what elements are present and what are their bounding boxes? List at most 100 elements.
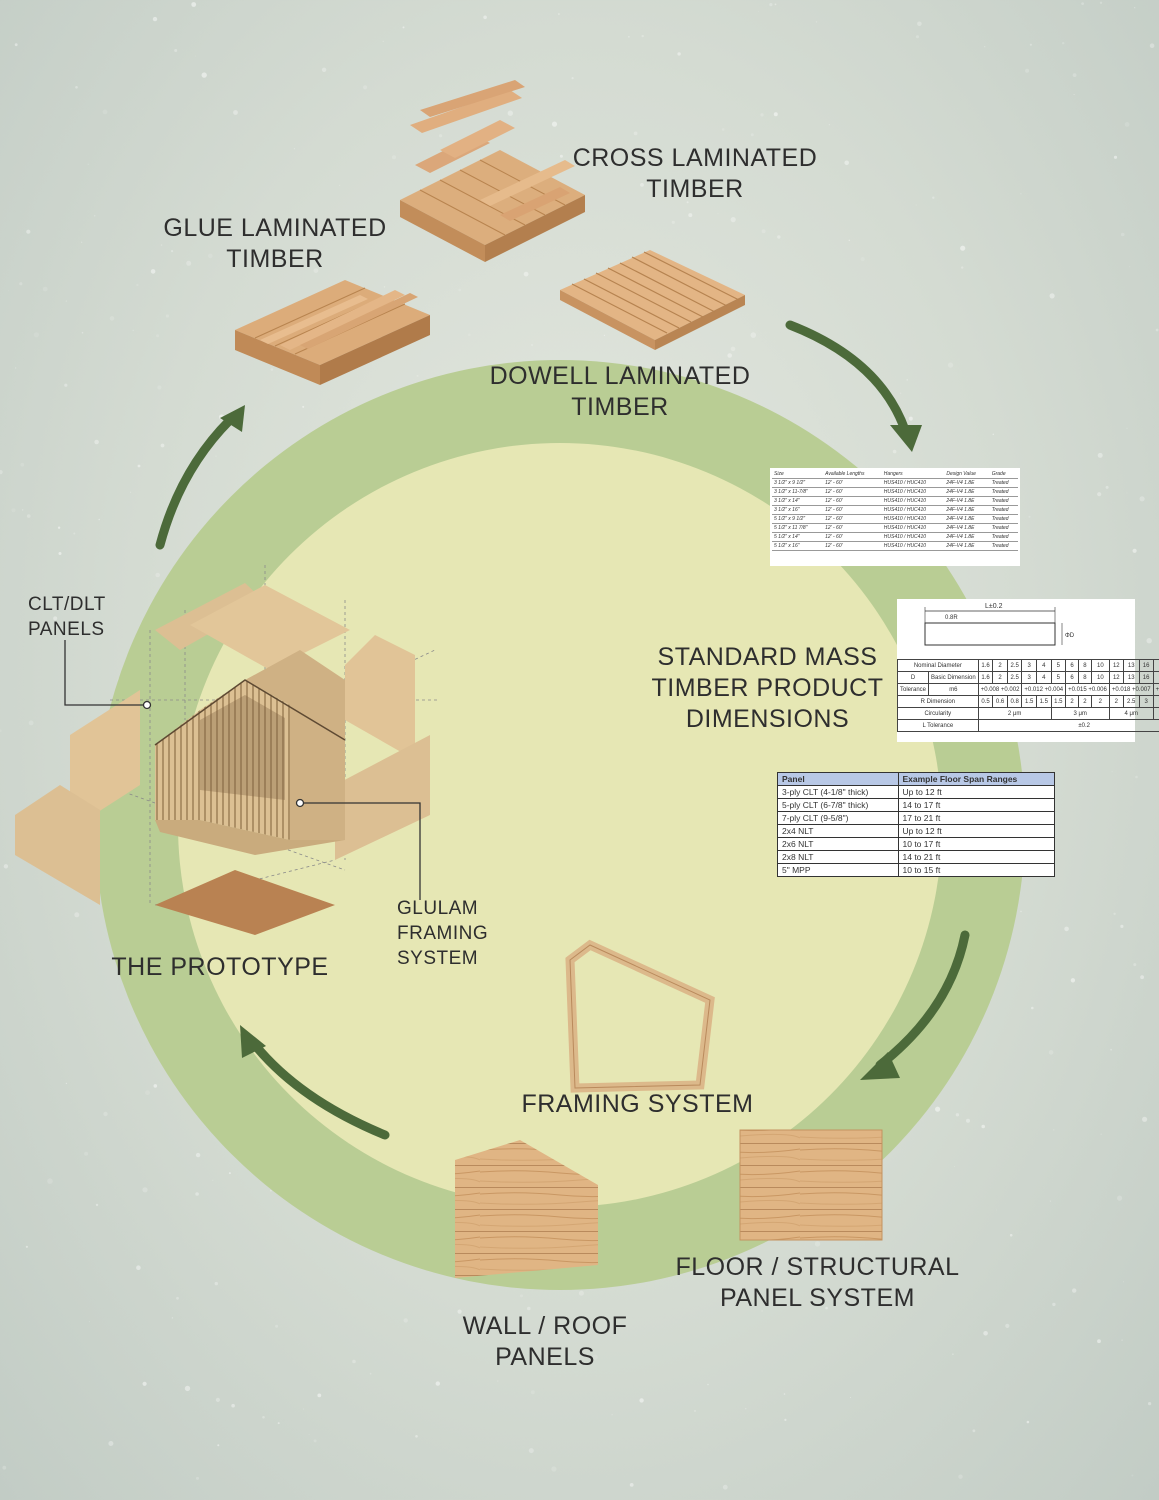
speckle-dot <box>136 1265 141 1270</box>
table-cell: 17 to 21 ft <box>897 811 1055 825</box>
speckle-dot <box>483 15 487 20</box>
speckle-dot <box>640 183 644 187</box>
speckle-dot <box>1128 265 1131 268</box>
speckle-dot <box>981 1124 985 1129</box>
speckle-dot <box>774 3 777 6</box>
table-cell: 24F-V4 1.8E <box>944 532 990 542</box>
speckle-dot <box>457 1309 462 1314</box>
table-cell: 3 1/2" x 9 1/2" <box>772 478 824 488</box>
speckle-dot <box>338 184 341 187</box>
clt-panel-graphic <box>400 80 585 262</box>
table-cell: 2x8 NLT <box>777 850 899 864</box>
glulam-size-table: Size Available Lengths Hangers Design Va… <box>770 468 1020 566</box>
table-cell: +0.008 +0.002 <box>977 683 1023 696</box>
table-cell: 5 1/2" x 16" <box>772 541 824 551</box>
table-cell: 14 to 21 ft <box>897 850 1055 864</box>
label-dlt: DOWELL LAMINATED TIMBER <box>470 361 770 423</box>
speckle-dot <box>191 2 197 7</box>
speckle-dot <box>11 508 16 513</box>
speckle-dot <box>369 1372 372 1375</box>
speckle-dot <box>717 213 719 215</box>
label-framing-text: FRAMING SYSTEM <box>521 1090 754 1118</box>
table-cell: 12' - 60' <box>823 496 882 506</box>
speckle-dot <box>947 362 954 368</box>
speckle-dot <box>935 1106 941 1112</box>
speckle-dot <box>2 1465 7 1470</box>
speckle-dot <box>719 380 723 384</box>
speckle-dot <box>966 1118 970 1123</box>
speckle-dot <box>825 1306 828 1310</box>
speckle-dot <box>551 121 558 127</box>
table-cell: +0.018 +0.007 <box>1108 683 1154 696</box>
table-cell: 12' - 60' <box>823 478 882 488</box>
label-glt: GLUE LAMINATED TIMBER <box>145 213 405 275</box>
table-cell: 1.6 <box>977 659 994 672</box>
table-cell: 2 <box>1090 695 1110 708</box>
table-cell: HUS410 / HUC410 <box>881 523 945 533</box>
inner-disc <box>178 443 942 1207</box>
table-cell: 24F-V4 1.8E <box>944 478 990 488</box>
speckle-dot <box>828 124 830 126</box>
speckle-dot <box>136 283 139 287</box>
speckle-dot <box>160 244 163 246</box>
speckle-dot <box>1120 924 1124 929</box>
table-cell: 24F-V4 1.8E <box>944 487 990 497</box>
speckle-dot <box>0 470 3 475</box>
label-framing: FRAMING SYSTEM <box>505 1089 770 1120</box>
speckle-dot <box>42 286 48 292</box>
speckle-dot <box>81 241 83 243</box>
table-header: Size <box>772 470 824 479</box>
speckle-dot <box>157 385 162 390</box>
speckle-dot <box>1070 978 1076 983</box>
table-cell: 16 <box>1138 671 1154 684</box>
speckle-dot <box>1126 492 1128 494</box>
speckle-dot <box>671 195 674 198</box>
wall-panel-graphic <box>455 1140 598 1278</box>
table-cell: 20 <box>1152 671 1159 684</box>
table-cell: 1.5 <box>1050 695 1067 708</box>
speckle-dot <box>270 1189 272 1192</box>
table-cell: 20 <box>1152 659 1159 672</box>
glt-graphic <box>235 280 430 385</box>
dowel-drawing: L±0.2 0.8R ΦD <box>924 603 1075 646</box>
speckle-dot <box>730 217 736 223</box>
label-standard-line3: DIMENSIONS <box>685 705 850 733</box>
speckle-dot <box>1149 43 1155 48</box>
table-cell: 24F-V4 1.8E <box>944 496 990 506</box>
table-cell: +0.012 +0.004 <box>1021 683 1067 696</box>
speckle-dot <box>1105 485 1109 489</box>
table-cell: Up to 12 ft <box>897 785 1055 799</box>
table-cell: 1.6 <box>977 671 994 684</box>
table-cell: L Tolerance <box>897 719 979 732</box>
table-cell: 8 <box>1077 659 1092 672</box>
speckle-dot <box>917 21 922 27</box>
speckle-dot <box>694 1410 696 1412</box>
table-cell: +0.015 +0.006 <box>1065 683 1110 696</box>
speckle-dot <box>507 110 513 116</box>
speckle-dot <box>212 1179 214 1181</box>
table-cell: 4 <box>1035 671 1052 684</box>
speckle-dot <box>1148 1402 1152 1406</box>
speckle-dot <box>611 1414 613 1416</box>
speckle-dot <box>392 155 396 160</box>
table-cell: 3 1/2" x 11-7/8" <box>772 487 824 497</box>
speckle-dot <box>750 133 754 137</box>
speckle-dot <box>458 288 462 292</box>
speckle-dot <box>1026 1420 1030 1424</box>
speckle-dot <box>270 368 274 371</box>
dowel-length-label: L±0.2 <box>985 603 1003 610</box>
speckle-dot <box>860 257 865 262</box>
table-cell: 24F-V4 1.8E <box>944 523 990 533</box>
dowel-radius-label: 0.8R <box>945 615 958 621</box>
speckle-dot <box>972 1429 976 1433</box>
speckle-dot <box>217 1444 220 1447</box>
speckle-dot <box>677 52 681 56</box>
table-cell: m6 <box>928 683 979 696</box>
table-row: 3-ply CLT (4-1/8" thick)Up to 12 ft <box>777 785 1055 799</box>
speckle-dot <box>1123 1281 1124 1283</box>
table-header: Design Value <box>944 470 990 479</box>
speckle-dot <box>382 40 384 42</box>
speckle-dot <box>3 864 9 869</box>
